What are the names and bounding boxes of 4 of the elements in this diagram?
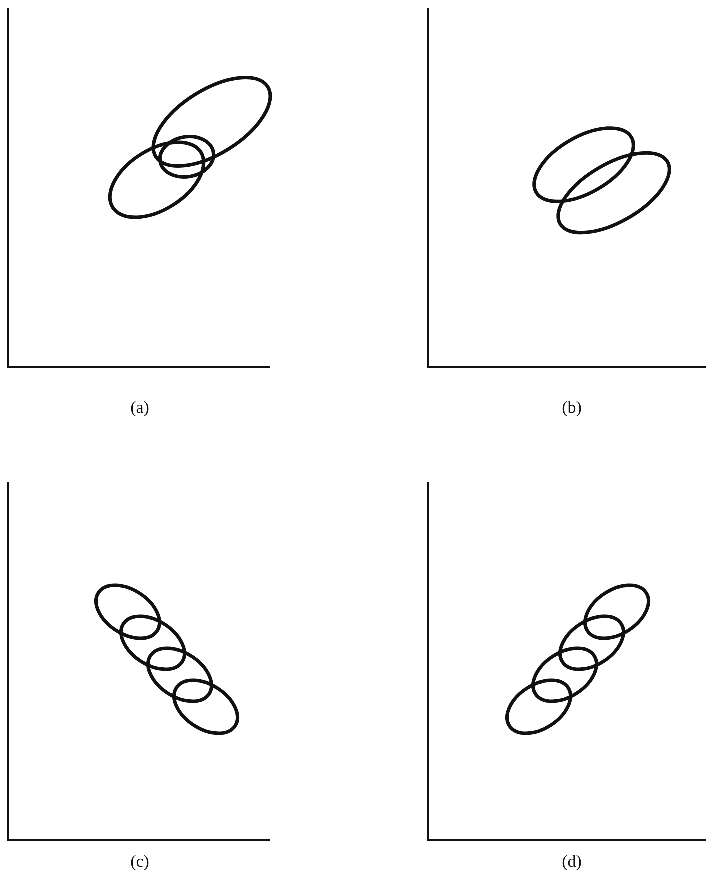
panel-label: (a) [130,398,150,418]
panel-label: (d) [562,852,582,872]
panel-label: (b) [562,398,582,418]
panel-label: (c) [130,852,150,872]
